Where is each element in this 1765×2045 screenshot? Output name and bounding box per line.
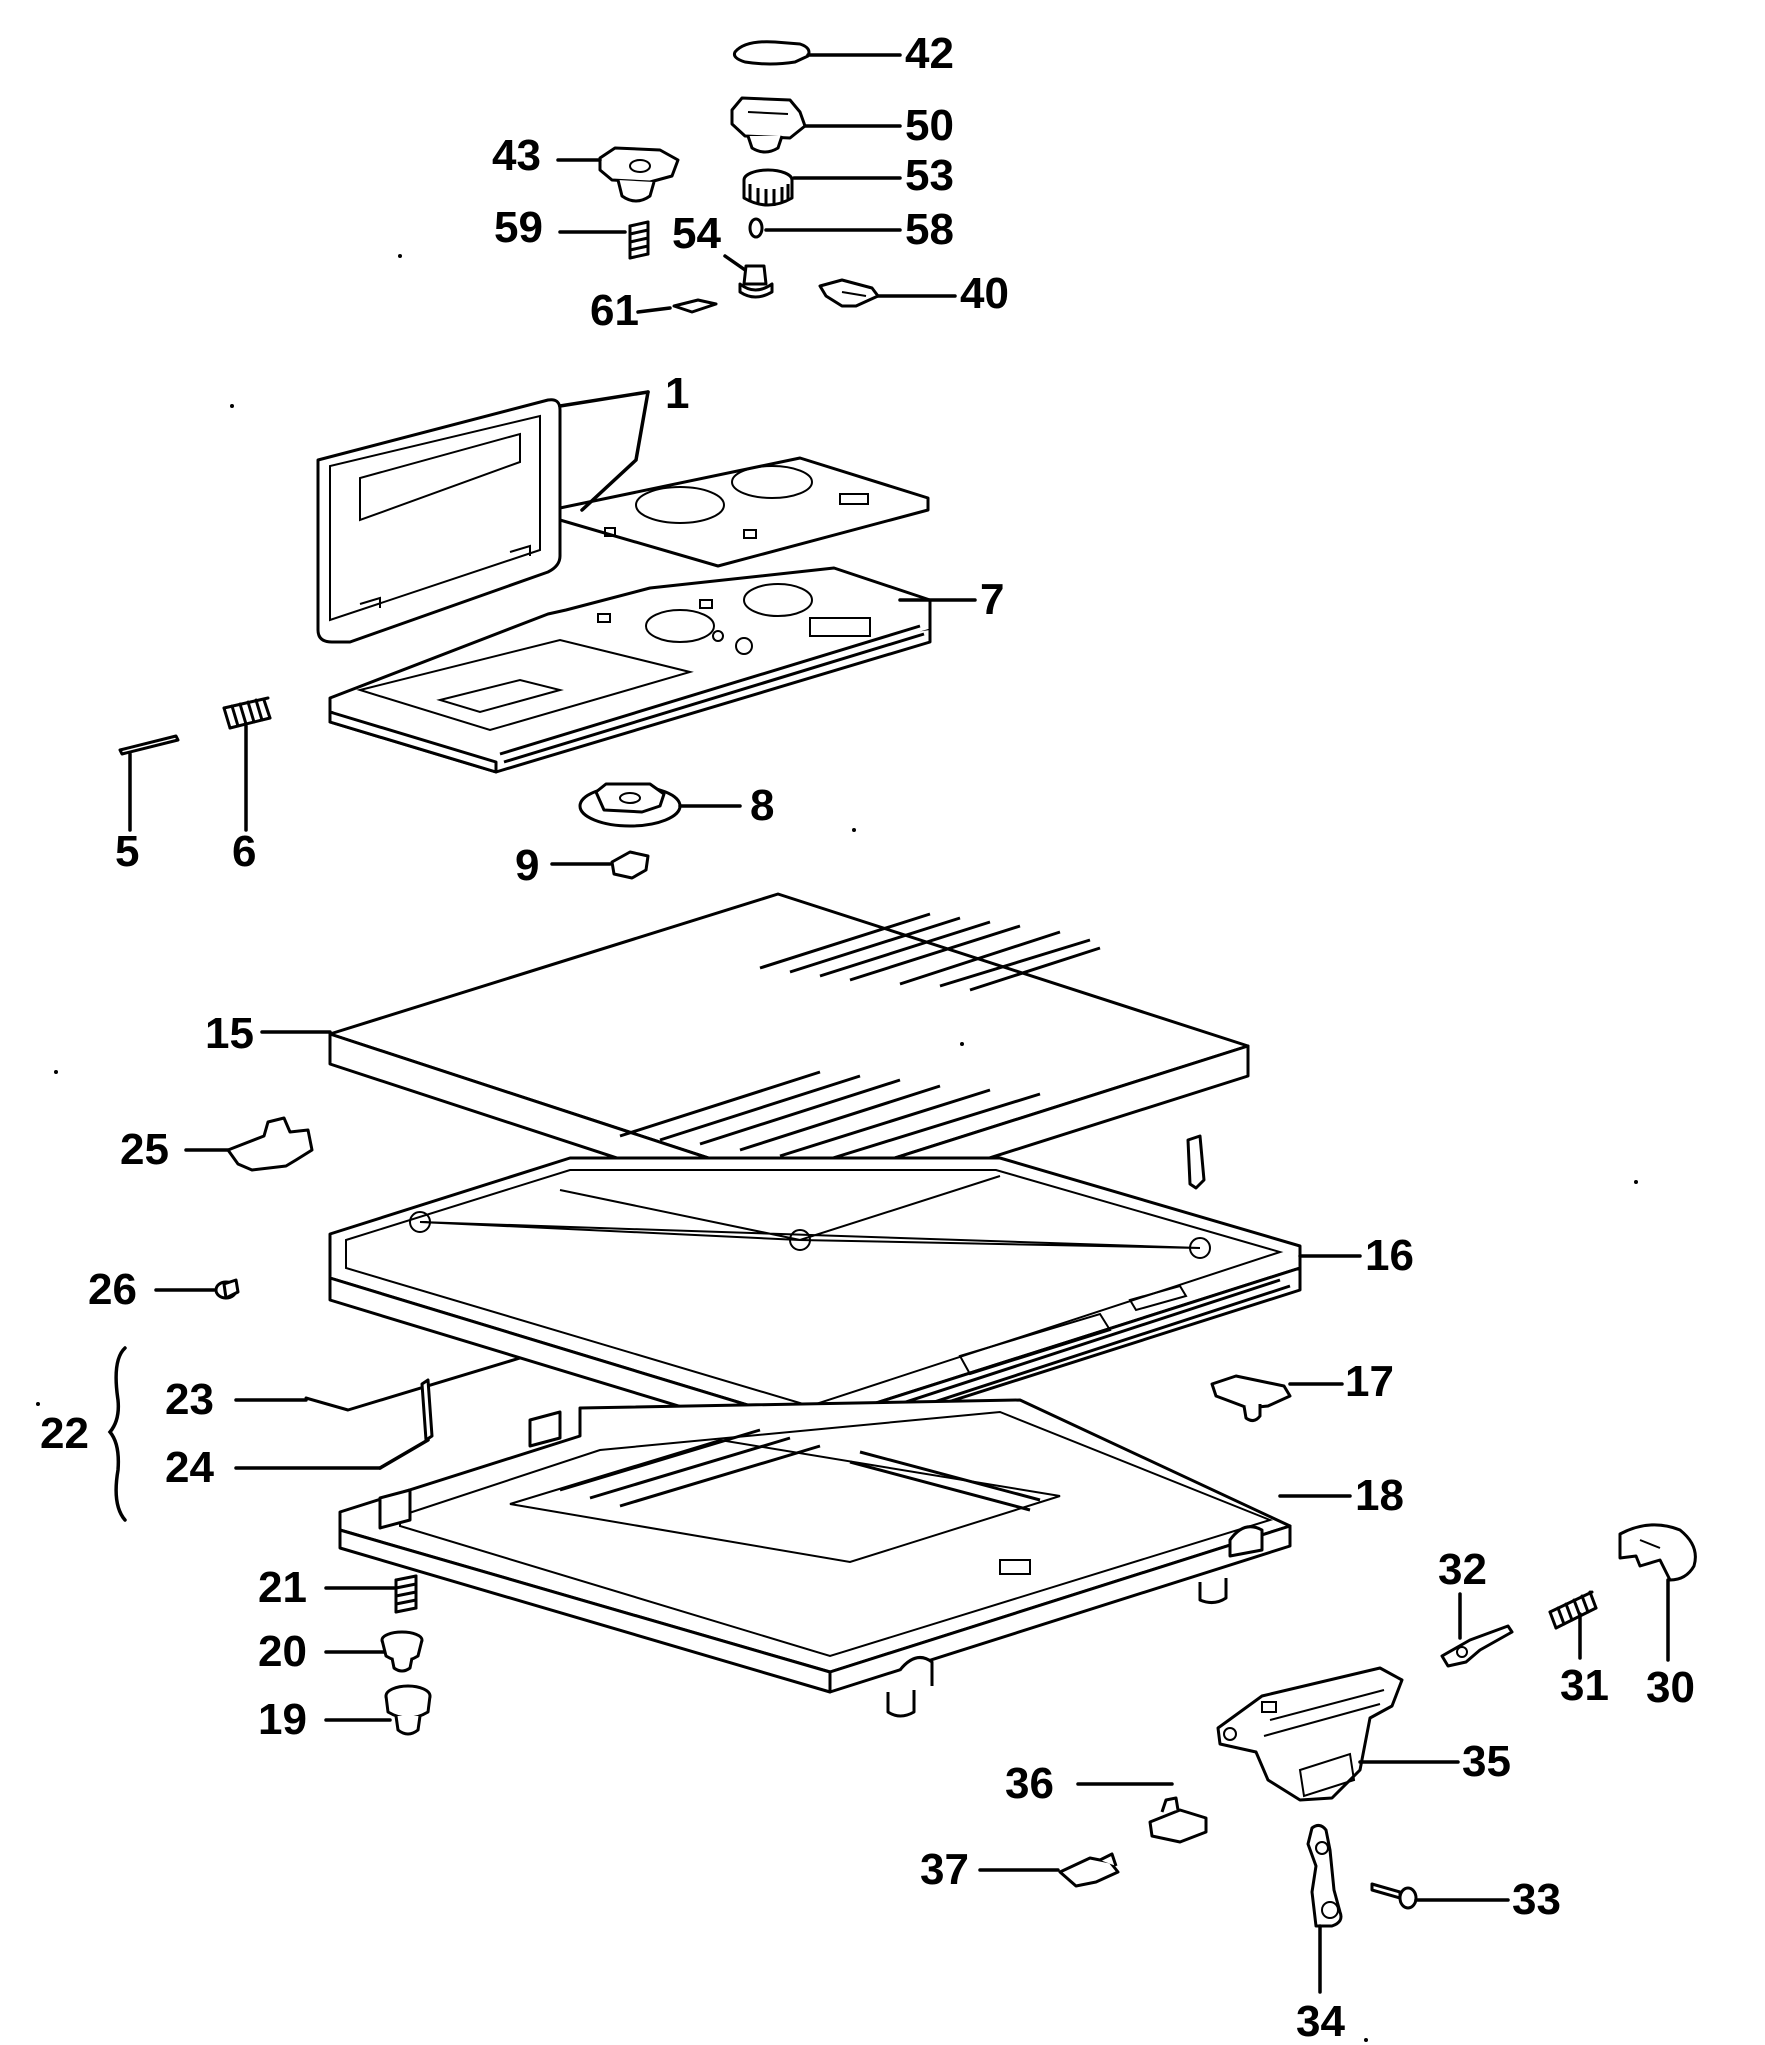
part-43-control-knob: [598, 146, 680, 203]
callout-54: 54: [672, 209, 721, 258]
callout-33: 33: [1512, 1875, 1561, 1924]
part-50-selector-knob: [730, 96, 807, 154]
part-20-cap: [380, 1630, 424, 1673]
callout-31: 31: [1560, 1661, 1609, 1710]
callout-5: 5: [115, 827, 139, 876]
part-34-lever: [1306, 1823, 1343, 1928]
callout-40: 40: [960, 269, 1009, 318]
callout-30: 30: [1646, 1663, 1695, 1712]
callout-9: 9: [515, 841, 539, 890]
part-33-screw: [1370, 1882, 1418, 1910]
scan-specks: [36, 254, 1638, 2042]
callout-22: 22: [40, 1409, 89, 1458]
callout-6: 6: [232, 827, 256, 876]
part-30-cover: [1618, 1523, 1697, 1582]
callout-35: 35: [1462, 1737, 1511, 1786]
part-21-spring: [394, 1574, 418, 1614]
part-58-small-ball: [748, 217, 764, 239]
part-61-clip: [672, 298, 718, 314]
callout-34: 34: [1296, 1997, 1345, 2045]
callout-53: 53: [905, 151, 954, 200]
callout-24: 24: [165, 1443, 214, 1492]
part-5-pin: [118, 734, 180, 756]
callout-23: 23: [165, 1375, 214, 1424]
part-1-top-plate: [558, 456, 930, 568]
callout-20: 20: [258, 1627, 307, 1676]
part-8-thermostat-base: [578, 782, 682, 828]
callout-1: 1: [665, 369, 689, 418]
callout-61: 61: [590, 286, 639, 335]
part-19-foot: [384, 1684, 432, 1736]
callout-58: 58: [905, 205, 954, 254]
callout-37: 37: [920, 1845, 969, 1894]
callout-17: 17: [1345, 1357, 1394, 1406]
callout-19: 19: [258, 1695, 307, 1744]
part-26-screw: [214, 1278, 240, 1300]
part-37-contact: [1058, 1852, 1120, 1888]
callout-18: 18: [1355, 1471, 1404, 1520]
part-9-cam: [610, 850, 650, 880]
part-40-bracket: [818, 278, 880, 308]
callout-59: 59: [494, 203, 543, 252]
part-36-slider: [1148, 1796, 1208, 1844]
part-32-switch-lever: [1440, 1624, 1514, 1668]
part-18-base-frame: [338, 1398, 1292, 1718]
part-59-spring: [628, 220, 650, 260]
callout-50: 50: [905, 101, 954, 150]
part-53-gear-wheel: [742, 168, 794, 207]
callout-25: 25: [120, 1125, 169, 1174]
part-15-side-bracket: [1186, 1134, 1206, 1190]
part-31-spring: [1548, 1590, 1598, 1630]
part-6-spring: [222, 696, 272, 730]
callout-8: 8: [750, 781, 774, 830]
part-7-control-panel: [328, 566, 932, 774]
part-35-switch-housing: [1216, 1666, 1404, 1802]
callout-43: 43: [492, 131, 541, 180]
callout-26: 26: [88, 1265, 137, 1314]
part-25-clip: [226, 1116, 314, 1172]
callout-15: 15: [205, 1009, 254, 1058]
part-54-shaft: [738, 264, 774, 299]
callout-21: 21: [258, 1563, 307, 1612]
callout-7: 7: [980, 575, 1004, 624]
part-17-bracket: [1210, 1374, 1292, 1423]
part-42-knob-cap: [733, 40, 811, 66]
callout-42: 42: [905, 29, 954, 78]
part-1-door-frame: [316, 398, 562, 644]
part-23-wire: [304, 1356, 522, 1442]
callout-16: 16: [1365, 1231, 1414, 1280]
callout-32: 32: [1438, 1545, 1487, 1594]
callout-36: 36: [1005, 1759, 1054, 1808]
